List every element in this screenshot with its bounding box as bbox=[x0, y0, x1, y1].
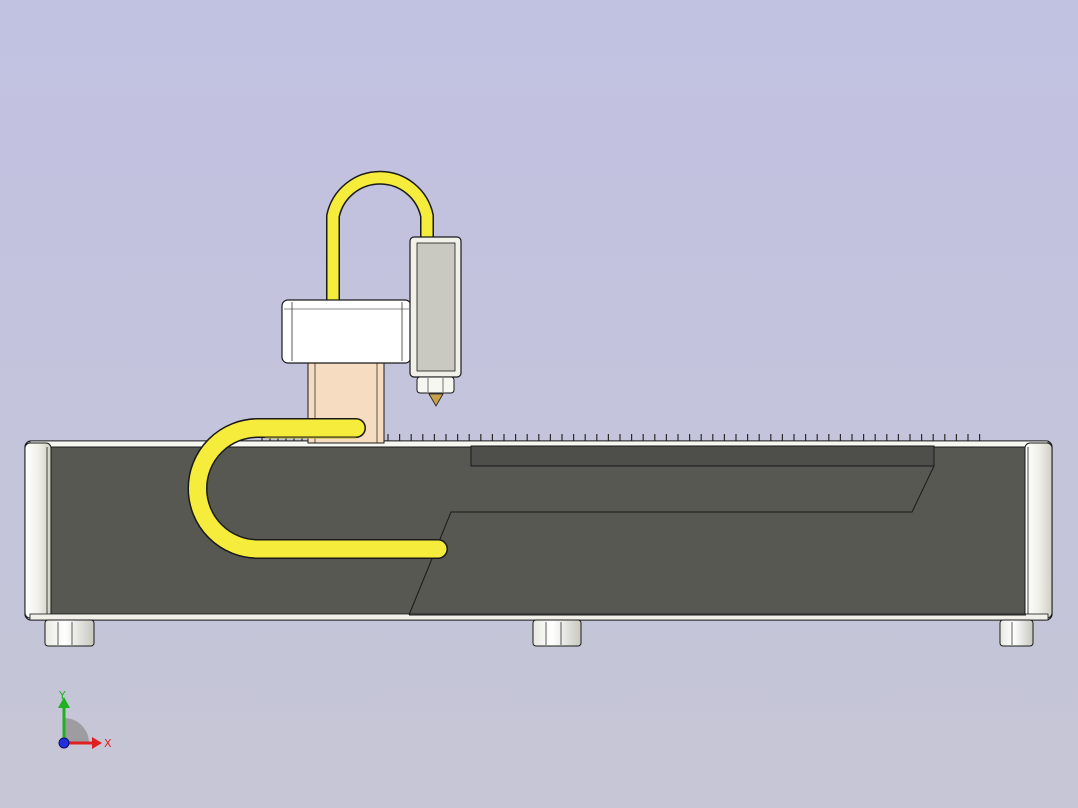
y-arrow-head bbox=[58, 697, 70, 708]
foot-middle bbox=[532, 619, 582, 647]
right-end-cap bbox=[1024, 442, 1053, 619]
x-axis-label: X bbox=[104, 737, 112, 750]
laser-cutting-head[interactable] bbox=[409, 236, 462, 407]
cable-hose-lower-fill bbox=[189, 419, 447, 558]
head-panel bbox=[416, 242, 456, 372]
cable-hose-upper-fill bbox=[327, 172, 433, 300]
bed-slats bbox=[261, 434, 981, 441]
machine-feet bbox=[44, 619, 1034, 647]
carriage-body bbox=[281, 299, 412, 364]
machine-bed[interactable] bbox=[24, 440, 1053, 621]
z-axis-dot bbox=[58, 737, 70, 749]
head-collar bbox=[416, 376, 455, 394]
z-axis-carriage[interactable] bbox=[281, 299, 412, 364]
y-axis-label: Y bbox=[58, 689, 66, 702]
coordinate-triad[interactable]: Y X bbox=[58, 689, 112, 750]
triad-arc bbox=[64, 718, 89, 743]
upper-panel-line bbox=[408, 465, 935, 616]
foot-right bbox=[999, 619, 1034, 647]
foot-left bbox=[44, 619, 95, 647]
nozzle-tip bbox=[428, 393, 444, 407]
top-recess-panel bbox=[470, 445, 935, 467]
x-arrow-head bbox=[92, 737, 102, 749]
